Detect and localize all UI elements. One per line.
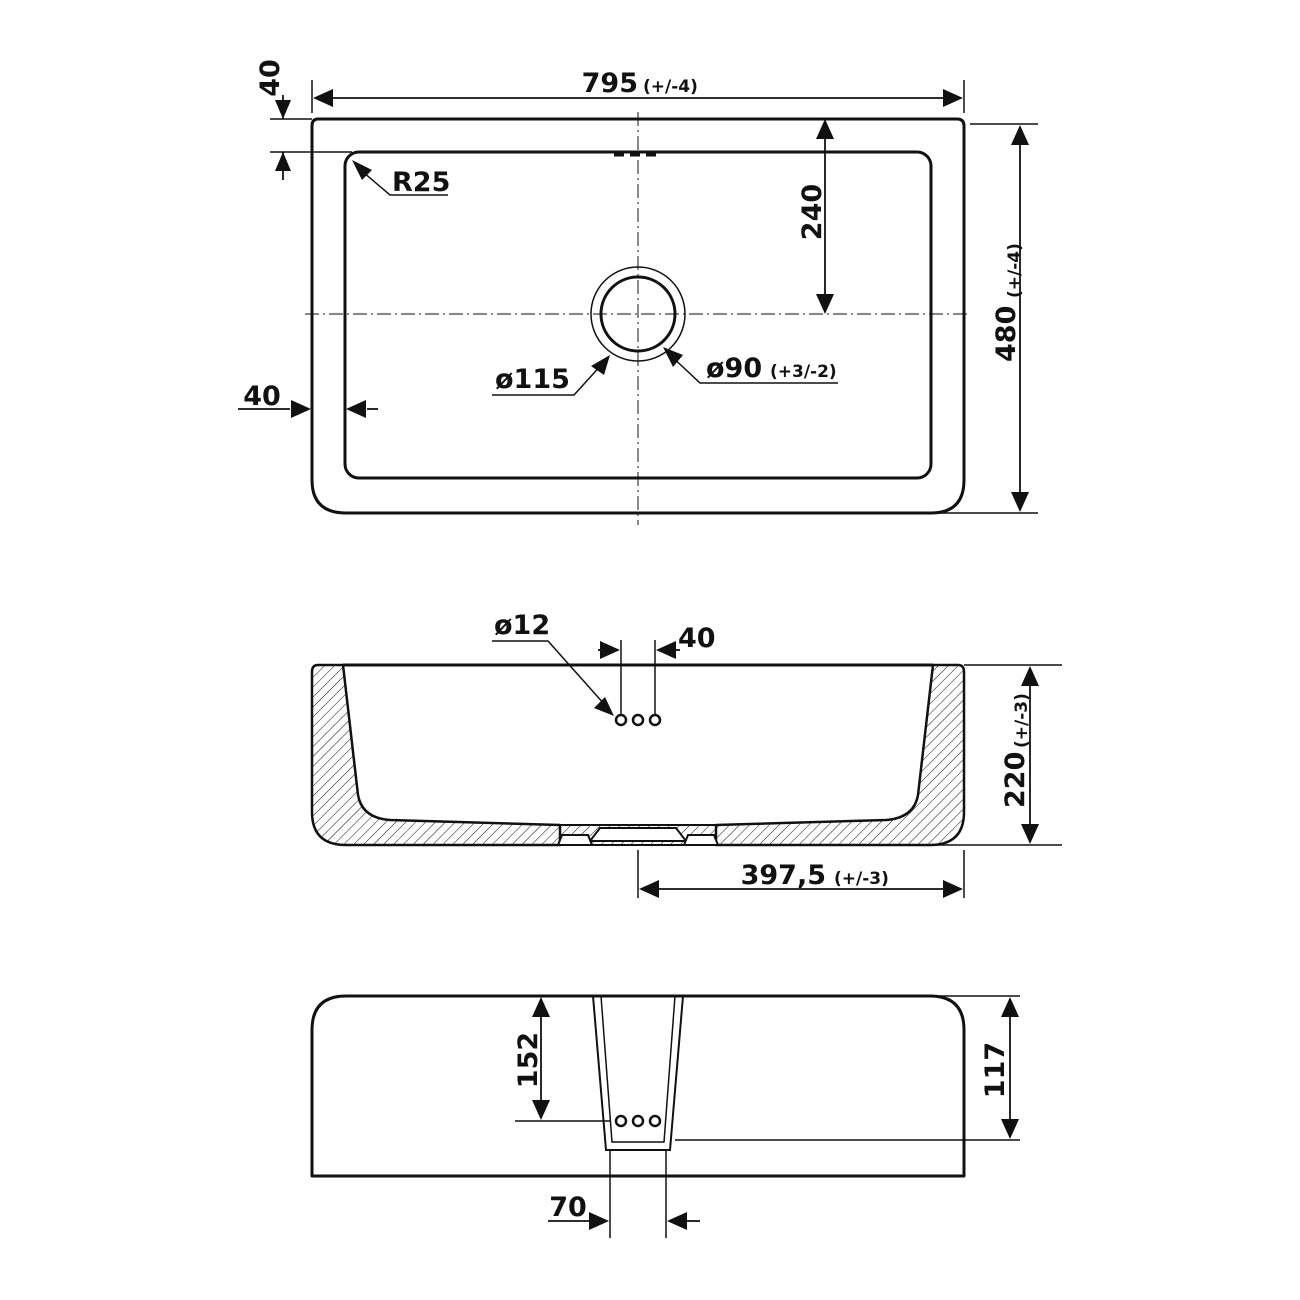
depth-tolerance: (+/-4) — [1005, 243, 1025, 298]
drain-tolerance: (+3/-2) — [770, 362, 837, 382]
front-section: ø12 40 220 (+/-3) 397,5 (+/-3) — [310, 610, 1062, 898]
tap-hole — [614, 713, 628, 727]
drain-cut — [587, 827, 689, 842]
drain-offset-label: 240 — [797, 184, 828, 240]
tap-hole — [631, 1114, 645, 1128]
half-width-tolerance: (+/-3) — [834, 869, 889, 889]
top-view: 795 (+/-4) 40 R25 240 480 (+/-4) 40 — [238, 59, 1038, 525]
width-label: 795 — [582, 68, 638, 99]
tap-hole — [614, 1114, 628, 1128]
sink-outer-outline — [310, 117, 966, 515]
drain-diameter-label: ø90 — [706, 353, 762, 384]
left-foot — [556, 834, 594, 846]
rim-side-label: 40 — [243, 381, 281, 412]
apron-outline — [310, 994, 966, 1178]
tap-hole — [648, 1114, 662, 1128]
hole-diameter-label: ø12 — [494, 610, 550, 641]
hole-spacing-label: 40 — [678, 623, 716, 654]
depth-label: 480 — [991, 306, 1022, 362]
drain-pipe-outer — [592, 995, 684, 1151]
outer-diameter-label: ø115 — [495, 364, 570, 395]
front-view: 152 117 70 — [310, 994, 1020, 1238]
tap-hole — [648, 713, 662, 727]
radius-label: R25 — [392, 167, 450, 198]
tap-hole — [631, 713, 645, 727]
half-width-label: 397,5 — [741, 860, 826, 891]
drain-hole — [599, 275, 677, 353]
left-wall-section — [310, 663, 562, 847]
right-wall-section — [714, 663, 966, 847]
right-foot — [682, 834, 720, 846]
rim-top-label: 40 — [255, 59, 286, 97]
height-label: 220 — [1000, 752, 1031, 808]
drop-label: 152 — [513, 1032, 544, 1088]
width-tolerance: (+/-4) — [643, 77, 698, 97]
drain-outer-ring — [590, 266, 686, 362]
drain-pipe-inner — [600, 995, 676, 1143]
height-tolerance: (+/-3) — [1012, 693, 1032, 748]
panel-width-label: 70 — [549, 1192, 587, 1223]
apron-height-label: 117 — [980, 1042, 1011, 1098]
